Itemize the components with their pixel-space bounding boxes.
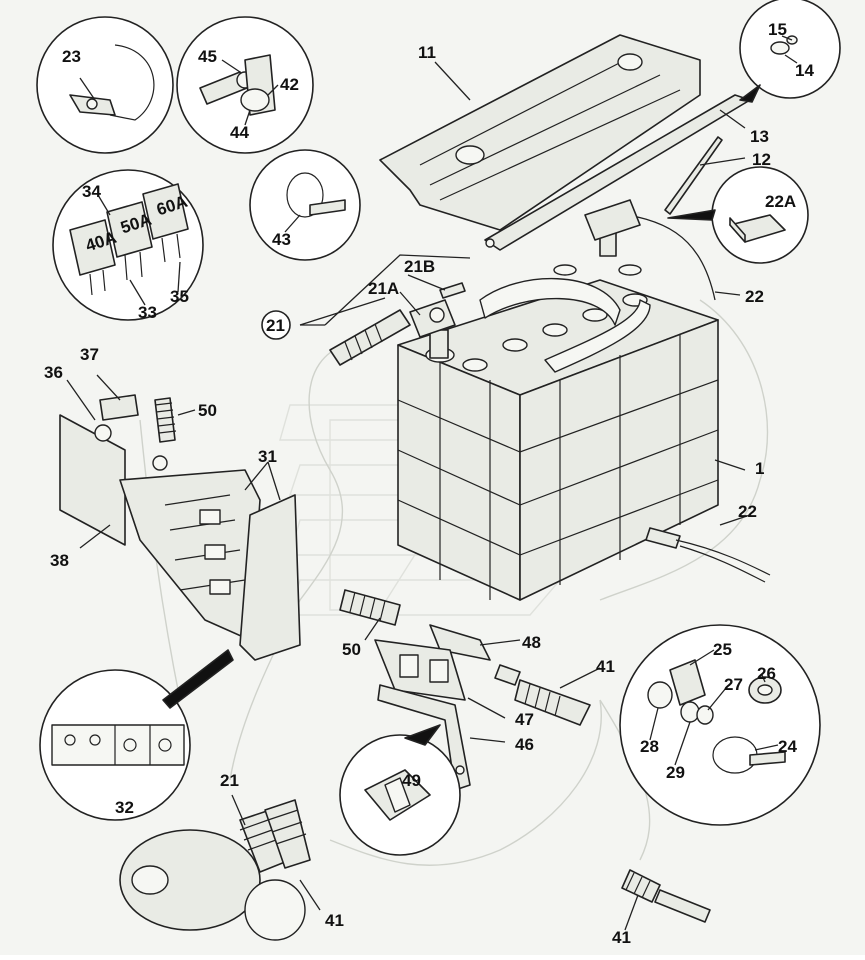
label-47: 47	[515, 710, 534, 729]
pointer-arrow-49	[404, 724, 441, 746]
label-43: 43	[272, 230, 291, 249]
label-35: 35	[170, 287, 189, 306]
label-44: 44	[230, 123, 249, 142]
label-24: 24	[778, 737, 797, 756]
label-48: 48	[522, 633, 541, 652]
label-21-starter: 21	[220, 771, 239, 790]
label-45: 45	[198, 47, 217, 66]
label-22a: 22A	[765, 192, 796, 211]
part-number-labels: 11 13 12 22A 22 1 22 21B 21A 21 31 36 37…	[44, 20, 814, 947]
callout-42-45	[176, 16, 314, 154]
terminal-assembly	[339, 589, 591, 791]
label-22-upper: 22	[745, 287, 764, 306]
terminal-cable-50-upper	[152, 397, 177, 471]
pointer-arrow-22a	[667, 209, 716, 221]
label-1: 1	[755, 459, 764, 478]
label-27: 27	[724, 675, 743, 694]
label-21b: 21B	[404, 257, 435, 276]
label-37: 37	[80, 345, 99, 364]
callout-24-29	[619, 624, 821, 826]
callout-14-15	[739, 0, 841, 99]
label-14: 14	[795, 61, 814, 80]
label-21-ref: 21	[266, 316, 285, 335]
leader-lines	[66, 35, 798, 931]
label-28: 28	[640, 737, 659, 756]
callout-22a	[711, 166, 809, 264]
starter-motor	[119, 799, 311, 941]
clamp-rod	[664, 136, 723, 215]
label-15: 15	[768, 20, 787, 39]
label-31: 31	[258, 447, 277, 466]
callout-49	[339, 734, 461, 856]
label-41-starter: 41	[325, 911, 344, 930]
label-23: 23	[62, 47, 81, 66]
wire-harness-trace	[139, 299, 769, 866]
cable-41-lower	[621, 869, 711, 923]
callout-32	[39, 669, 191, 821]
callout-fuses: 40A 50A 60A	[52, 169, 204, 321]
label-11: 11	[418, 43, 436, 62]
label-29: 29	[666, 763, 685, 782]
label-12: 12	[752, 150, 771, 169]
ground-cable	[645, 527, 771, 583]
label-22-lower: 22	[738, 502, 757, 521]
bracket-hole	[485, 238, 495, 248]
label-13: 13	[750, 127, 769, 146]
callout-23	[36, 16, 174, 154]
label-26: 26	[757, 664, 776, 683]
pointer-arrow-32	[162, 649, 234, 709]
label-46: 46	[515, 735, 534, 754]
battery-cover	[379, 34, 701, 231]
label-36: 36	[44, 363, 63, 382]
pointer-arrow-15	[739, 84, 761, 103]
label-42: 42	[280, 75, 299, 94]
callout-43	[249, 149, 361, 261]
label-41-mid: 41	[596, 657, 615, 676]
label-41-lower: 41	[612, 928, 631, 947]
label-32: 32	[115, 798, 134, 817]
label-38: 38	[50, 551, 69, 570]
positive-terminal-clamp	[584, 199, 641, 241]
label-49: 49	[402, 771, 421, 790]
label-50-lower: 50	[342, 640, 361, 659]
label-33: 33	[138, 303, 157, 322]
fuse-box	[59, 394, 301, 661]
label-34: 34	[82, 182, 101, 201]
label-25: 25	[713, 640, 732, 659]
ref-circle-21	[261, 310, 291, 340]
label-21a: 21A	[368, 279, 399, 298]
cable-21	[329, 282, 466, 366]
battery	[397, 229, 719, 601]
label-50-upper: 50	[198, 401, 217, 420]
